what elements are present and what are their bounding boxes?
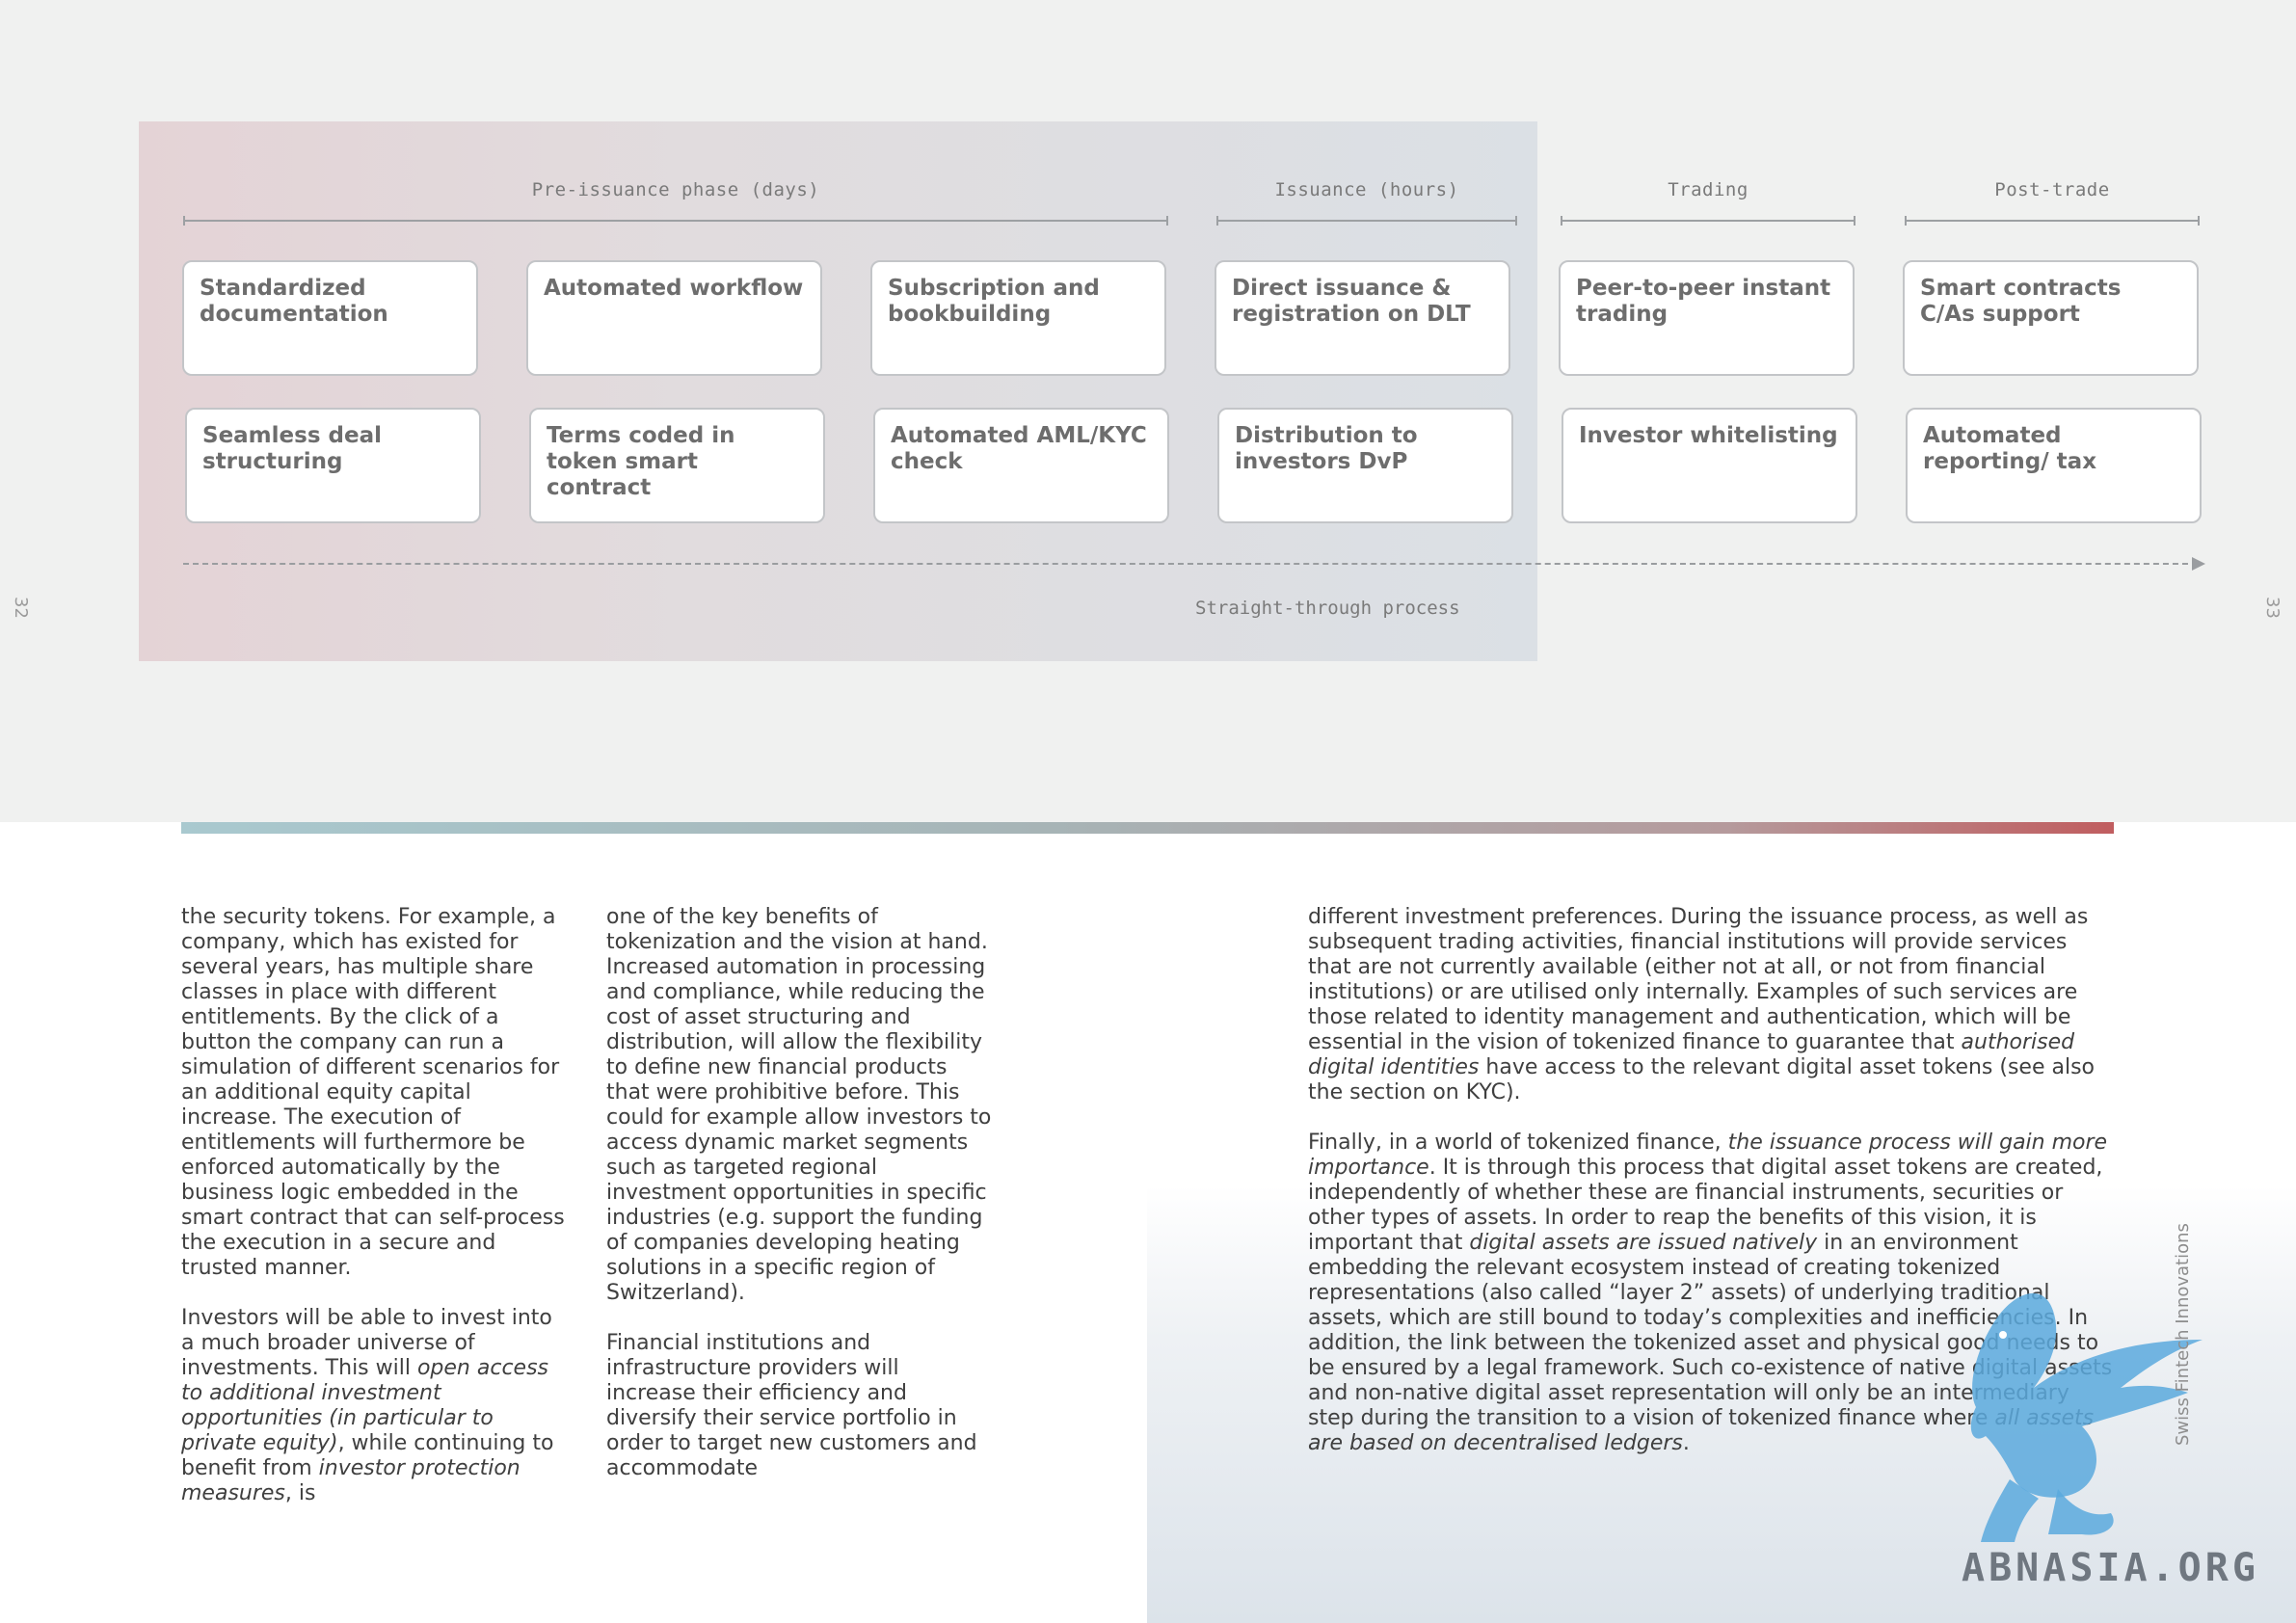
step-card: Investor whitelisting	[1562, 408, 1857, 523]
paragraph: the security tokens. For example, a comp…	[181, 905, 565, 1280]
step-card: Peer-to-peer instant trading	[1559, 260, 1855, 376]
phase-issuance: Issuance (hours)	[1216, 179, 1517, 227]
phase-label: Post-trade	[1994, 179, 2110, 200]
step-card: Automated reporting/ tax	[1906, 408, 2202, 523]
phase-trading: Trading	[1561, 179, 1855, 227]
phase-label: Issuance (hours)	[1274, 179, 1459, 200]
phase-label: Trading	[1668, 179, 1749, 200]
pre-issuance-highlight	[139, 121, 1537, 661]
step-card: Distribution to investors DvP	[1217, 408, 1513, 523]
phase-bracket	[183, 216, 1168, 226]
step-card: Terms coded in token smart contract	[529, 408, 825, 523]
paragraph: Investors will be able to invest into a …	[181, 1306, 554, 1505]
griffin-logo-icon	[1957, 1282, 2207, 1571]
phase-post-trade: Post-trade	[1905, 179, 2200, 227]
arrow-head-icon	[2192, 557, 2205, 571]
page-number-right: 33	[2261, 597, 2283, 619]
step-card: Subscription and bookbuilding	[870, 260, 1166, 376]
step-card: Automated workflow	[526, 260, 822, 376]
step-card: Seamless deal structuring	[185, 408, 481, 523]
paragraph: Finally, in a world of tokenized finance…	[1308, 1131, 2113, 1455]
process-label: Straight-through process	[1195, 598, 1460, 619]
step-card: Direct issuance & registration on DLT	[1215, 260, 1510, 376]
watermark-text: ABNASIA.ORG	[1962, 1546, 2259, 1590]
phase-pre-issuance: Pre-issuance phase (days)	[183, 179, 1168, 227]
text-column-3: different investment preferences. During…	[1308, 905, 2114, 1456]
paragraph: different investment preferences. During…	[1308, 905, 2096, 1104]
step-card: Standardized documentation	[182, 260, 478, 376]
gradient-divider	[181, 822, 2114, 834]
phase-bracket	[1561, 216, 1855, 226]
step-card: Automated AML/KYC check	[873, 408, 1169, 523]
page-number-left: 32	[10, 597, 31, 619]
phase-bracket	[1216, 216, 1517, 226]
phase-bracket	[1905, 216, 2200, 226]
brand-vertical-text: Swiss Fintech Innovations	[2173, 1223, 2193, 1446]
text-column-1: the security tokens. For example, a comp…	[181, 905, 567, 1506]
paragraph: one of the key benefits of tokenization …	[606, 905, 992, 1305]
step-card: Smart contracts C/As support	[1903, 260, 2199, 376]
process-arrow-line	[183, 563, 2198, 565]
phase-label: Pre-issuance phase (days)	[531, 179, 820, 200]
text-column-2: one of the key benefits of tokenization …	[606, 905, 992, 1481]
paragraph: Financial institutions and infrastructur…	[606, 1331, 977, 1480]
